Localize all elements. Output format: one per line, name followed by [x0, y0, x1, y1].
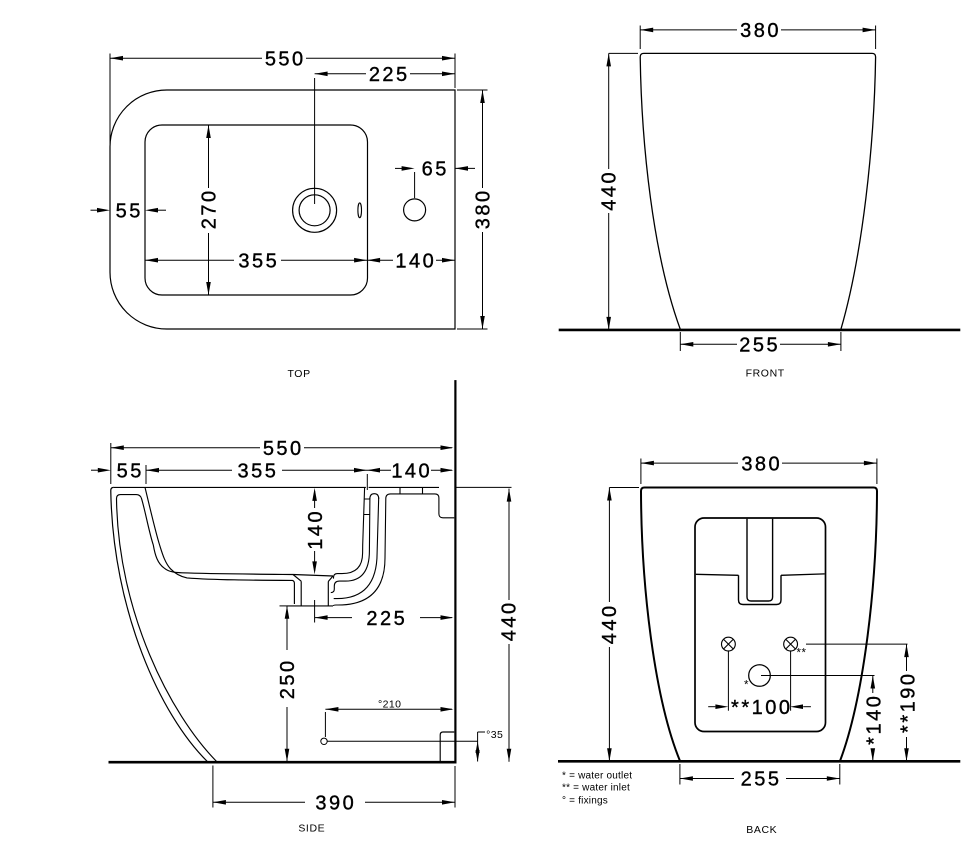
svg-text:225: 225: [366, 608, 407, 630]
svg-text:380: 380: [741, 453, 782, 475]
svg-text:BACK: BACK: [746, 824, 777, 836]
svg-text:255: 255: [741, 769, 782, 791]
svg-text:355: 355: [238, 250, 279, 272]
svg-text:380: 380: [473, 188, 495, 229]
svg-text:*: *: [744, 680, 749, 692]
svg-text:380: 380: [740, 20, 781, 42]
svg-text:440: 440: [599, 170, 621, 211]
svg-text:*140: *140: [864, 694, 886, 745]
svg-text:TOP: TOP: [287, 368, 310, 380]
svg-text:* = water outlet: * = water outlet: [562, 770, 632, 781]
svg-text:55: 55: [117, 460, 144, 482]
svg-text:**100: **100: [731, 697, 792, 719]
svg-text:390: 390: [315, 793, 356, 815]
svg-text:** = water inlet: ** = water inlet: [562, 782, 630, 793]
svg-text:° = fixings: ° = fixings: [562, 795, 608, 806]
svg-text:270: 270: [199, 188, 221, 229]
svg-text:440: 440: [499, 600, 521, 641]
svg-text:SIDE: SIDE: [298, 822, 325, 834]
svg-text:**190: **190: [897, 672, 919, 733]
svg-text:550: 550: [263, 438, 304, 460]
svg-text:65: 65: [422, 159, 449, 181]
svg-text:355: 355: [238, 460, 279, 482]
svg-text:255: 255: [739, 335, 780, 357]
svg-text:250: 250: [277, 658, 299, 699]
svg-text:FRONT: FRONT: [746, 367, 785, 379]
svg-text:55: 55: [116, 200, 143, 222]
svg-text:140: 140: [391, 460, 432, 482]
svg-text:225: 225: [369, 64, 410, 86]
svg-text:140: 140: [395, 250, 436, 272]
svg-text:140: 140: [305, 509, 327, 550]
svg-text:°210: °210: [378, 698, 401, 710]
svg-text:440: 440: [599, 603, 621, 644]
svg-text:**: **: [797, 648, 807, 660]
svg-text:°35: °35: [486, 729, 503, 741]
svg-text:550: 550: [265, 48, 306, 70]
